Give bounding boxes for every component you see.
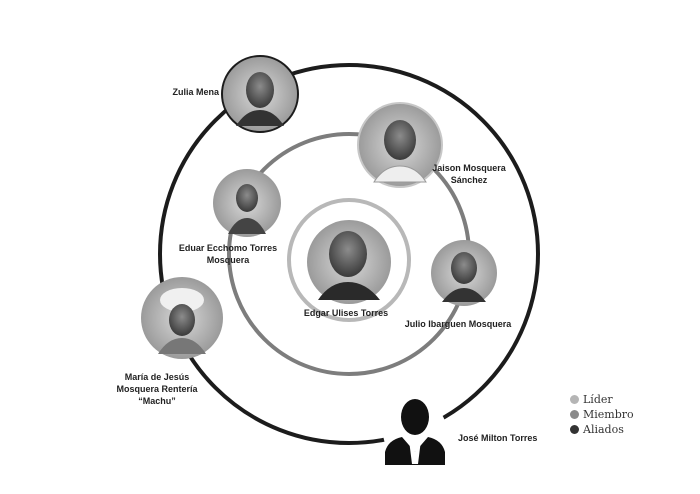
jaison-label-line2: Sánchez: [450, 175, 488, 185]
eduar-node: [213, 169, 281, 237]
person-silhouette-icon: [385, 399, 445, 465]
legend-item-aliados: Aliados: [570, 422, 634, 437]
maria-node: [141, 277, 223, 359]
maria-label-line3: “Machu”: [138, 396, 176, 406]
maria-label-line2: Mosquera Rentería: [116, 384, 198, 394]
julio-node: [431, 240, 497, 306]
legend-label: Miembro: [583, 408, 634, 421]
jose-label: José Milton Torres: [458, 433, 538, 443]
jaison-label-line1: Jaison Mosquera: [432, 163, 506, 173]
legend: Líder Miembro Aliados: [570, 392, 634, 437]
leader-node: [287, 198, 411, 322]
jose-node: [383, 399, 447, 465]
legend-label: Aliados: [583, 423, 624, 436]
legend-dot: [570, 425, 579, 434]
jaison-label: Jaison Mosquera Sánchez: [432, 162, 506, 186]
legend-item-lider: Líder: [570, 392, 634, 407]
legend-item-miembro: Miembro: [570, 407, 634, 422]
leader-label: Edgar Ulises Torres: [303, 308, 389, 318]
eduar-label-line2: Mosquera: [206, 255, 250, 265]
zulia-node: [221, 55, 299, 133]
maria-label-line1: María de Jesús: [124, 372, 190, 382]
julio-label: Julio Ibarguen Mosquera: [404, 319, 512, 329]
outer-ring: [158, 63, 540, 445]
jaison-node: [357, 102, 443, 188]
eduar-label-line1: Eduar Ecchomo Torres: [178, 243, 278, 253]
eduar-label: Eduar Ecchomo Torres Mosquera: [179, 242, 277, 266]
legend-dot: [570, 395, 579, 404]
zulia-label: Zulia Mena: [172, 87, 219, 97]
maria-label: María de Jesús Mosquera Rentería “Machu”: [116, 371, 197, 407]
legend-label: Líder: [583, 393, 613, 406]
legend-dot: [570, 410, 579, 419]
